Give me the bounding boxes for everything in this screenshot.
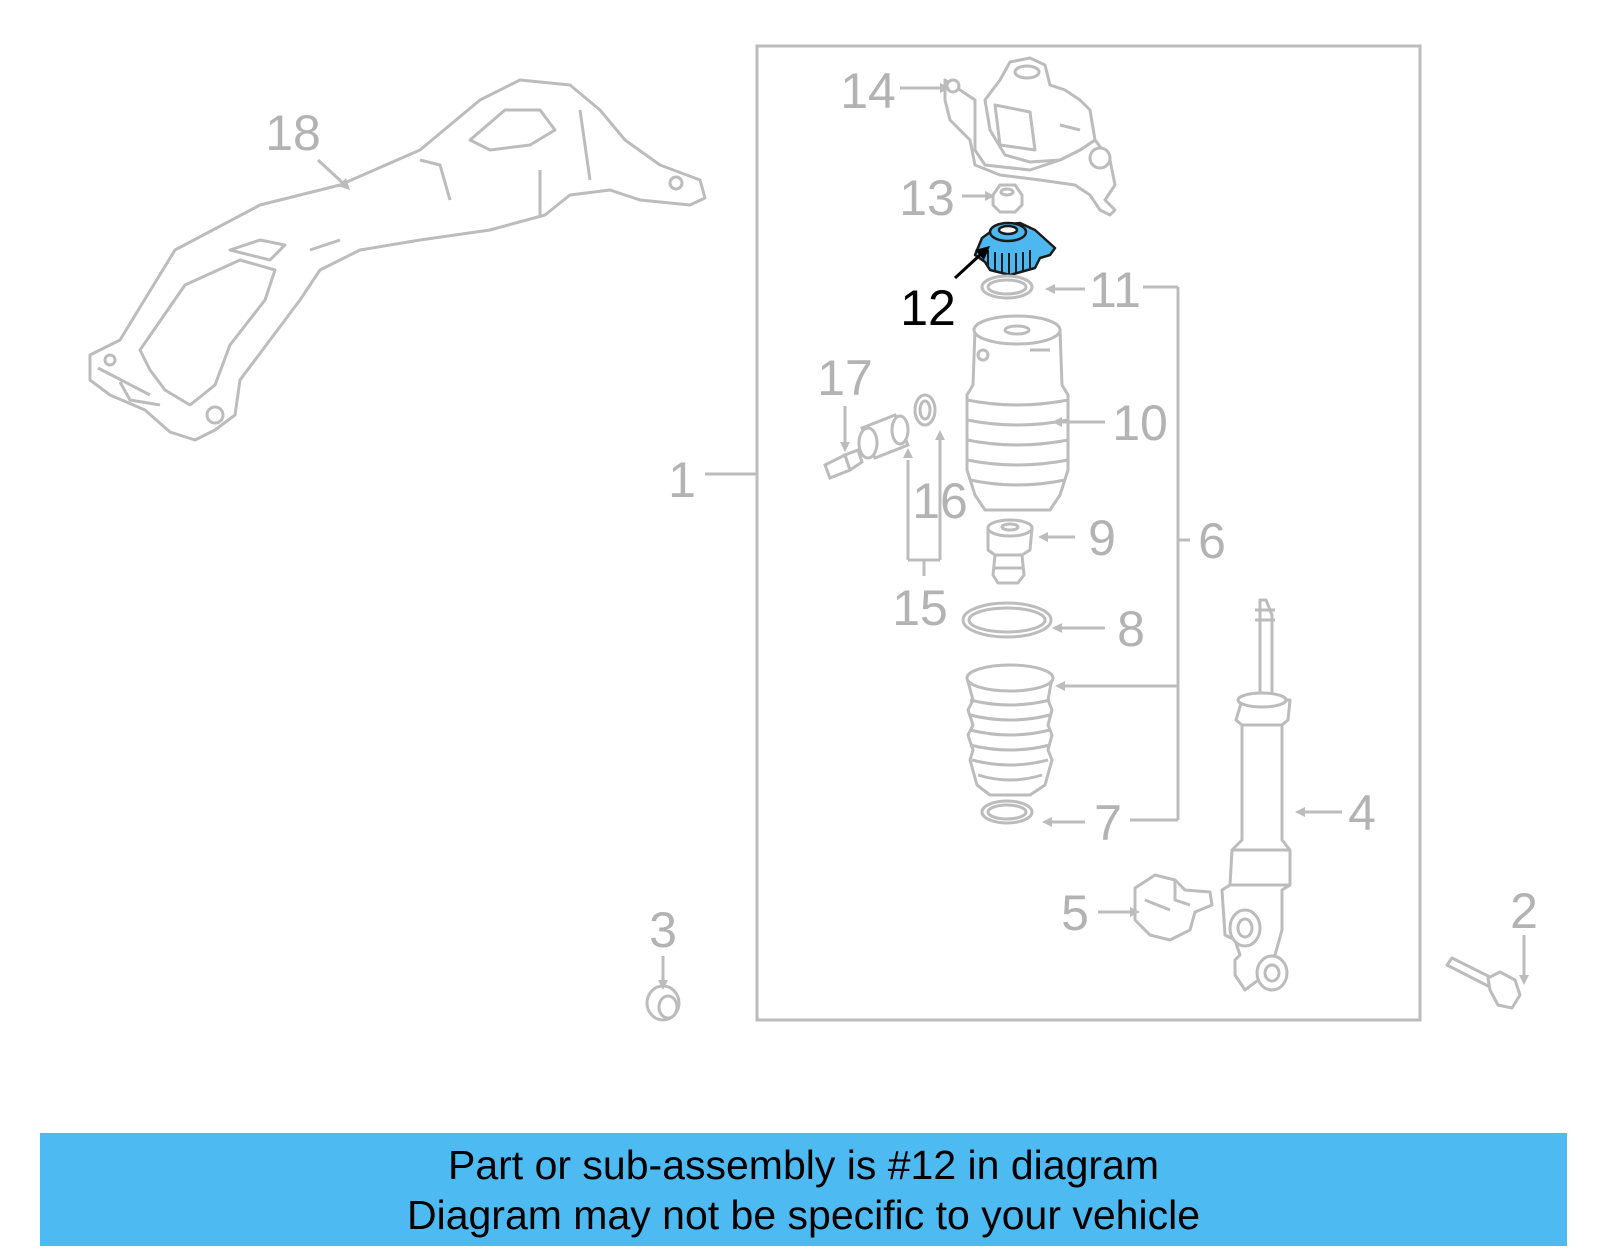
part-3-nut[interactable] <box>645 984 681 1022</box>
part-6-dust-boot[interactable] <box>965 663 1055 797</box>
leader-12 <box>953 246 990 280</box>
banner-line-2: Diagram may not be specific to your vehi… <box>406 1191 1200 1238</box>
part-2-bolt[interactable] <box>1445 956 1522 1010</box>
callout-18: 18 <box>265 105 321 161</box>
callout-2: 2 <box>1510 883 1538 939</box>
info-banner: Part or sub-assembly is #12 in diagram D… <box>40 1133 1567 1246</box>
callout-3: 3 <box>649 902 677 958</box>
callout-12-highlighted: 12 <box>900 280 956 336</box>
part-8-clamp-ring[interactable] <box>961 601 1053 639</box>
callout-13: 13 <box>899 170 955 226</box>
callout-9: 9 <box>1088 510 1116 566</box>
part-7-seal-ring[interactable] <box>980 799 1034 825</box>
part-13-nut[interactable] <box>991 183 1024 214</box>
part-18-subframe[interactable] <box>88 78 707 442</box>
part-5-bracket[interactable] <box>1133 873 1214 942</box>
banner-line-1: Part or sub-assembly is #12 in diagram <box>448 1141 1159 1188</box>
callout-16: 16 <box>912 473 968 529</box>
callout-8: 8 <box>1117 601 1145 657</box>
assembly-box <box>755 44 1422 1022</box>
part-17-valve[interactable] <box>823 448 864 480</box>
callout-17: 17 <box>817 350 873 406</box>
part-10-air-spring[interactable] <box>965 314 1070 512</box>
leader-lines <box>316 83 1529 990</box>
callout-1: 1 <box>668 452 696 508</box>
part-4-shock-absorber[interactable] <box>1220 598 1292 992</box>
callout-4: 4 <box>1348 785 1376 841</box>
part-11-seal-ring[interactable] <box>980 274 1034 300</box>
callout-5: 5 <box>1061 885 1089 941</box>
part-12-top-cap-highlighted[interactable] <box>973 221 1057 277</box>
callout-14: 14 <box>840 63 896 119</box>
part-14-upper-mount[interactable] <box>943 56 1117 217</box>
callout-6: 6 <box>1198 513 1226 569</box>
callout-15: 15 <box>892 580 948 636</box>
part-15-16-fitting[interactable] <box>857 393 937 460</box>
part-9-bump-stop[interactable] <box>986 518 1034 585</box>
callout-10: 10 <box>1112 395 1168 451</box>
callout-labels: 1 2 3 4 5 6 7 8 9 10 11 13 14 15 16 17 1… <box>265 63 1538 958</box>
callout-11: 11 <box>1089 262 1141 318</box>
callout-7: 7 <box>1094 795 1122 851</box>
